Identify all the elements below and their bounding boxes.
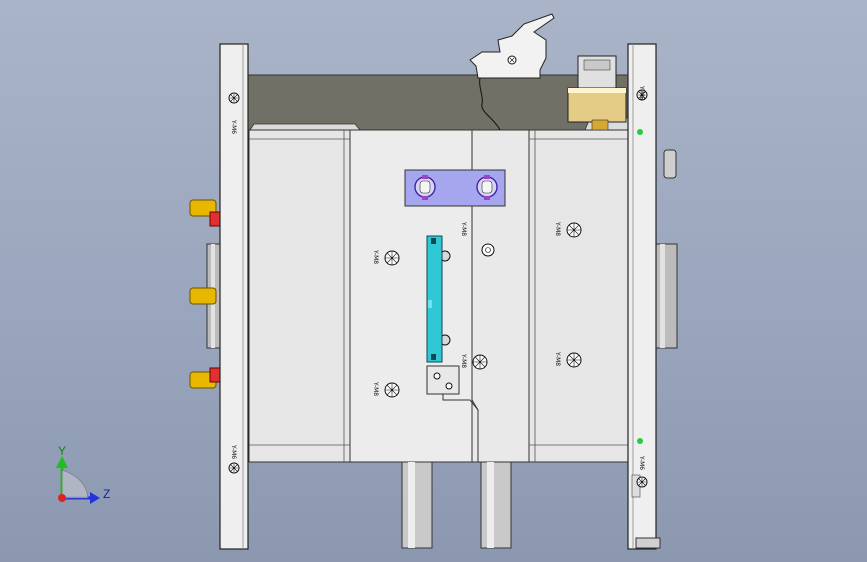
- screw-5: [566, 222, 582, 238]
- bolt-right-bottom: [636, 476, 648, 488]
- axis-z-label: Z: [103, 487, 110, 501]
- label-center-4: Y-M8: [460, 353, 467, 368]
- screw-4: [481, 243, 495, 257]
- slider-block[interactable]: [404, 169, 506, 207]
- label-right-top: Y-M6: [638, 85, 645, 100]
- cooling-fitting-bottom[interactable]: [189, 367, 223, 389]
- bolt-right-top: [636, 89, 648, 101]
- status-led-top: [637, 129, 643, 135]
- status-led-bottom: [637, 438, 643, 444]
- cooling-fitting-top[interactable]: [189, 199, 223, 227]
- axis-y-label: Y: [58, 444, 66, 458]
- bottom-bracket[interactable]: [426, 365, 479, 411]
- label-center-6: Y-M8: [554, 351, 561, 366]
- cooling-fitting-middle[interactable]: [189, 287, 217, 305]
- bolt-left-top: [228, 92, 240, 104]
- label-right-bottom: Y-M6: [638, 455, 645, 470]
- axis-triad: Y Z: [56, 444, 110, 504]
- cyan-ejector-part[interactable]: [426, 235, 443, 363]
- bolt-left-bottom: [228, 462, 240, 474]
- label-left-bottom: Y-M6: [230, 444, 237, 459]
- top-cavity-bar: [246, 74, 632, 131]
- screw-2: [384, 382, 400, 398]
- support-pillar-left: [401, 461, 433, 549]
- top-right-housing[interactable]: [567, 55, 627, 131]
- screw-1: [384, 250, 400, 266]
- label-center-3: Y-M8: [460, 221, 467, 236]
- screw-3: [472, 354, 488, 370]
- label-left-top: Y-M6: [230, 119, 237, 134]
- right-clamp-plate[interactable]: [627, 43, 661, 550]
- label-center-2: Y-M8: [372, 381, 379, 396]
- top-latch-mechanism[interactable]: [469, 13, 555, 131]
- support-pillar-right: [480, 461, 512, 549]
- plate-right: [528, 129, 629, 463]
- plate-left: [248, 129, 351, 463]
- label-center-5: Y-M8: [554, 221, 561, 236]
- screw-6: [566, 352, 582, 368]
- right-flange: [654, 149, 678, 349]
- label-center-1: Y-M8: [372, 249, 379, 264]
